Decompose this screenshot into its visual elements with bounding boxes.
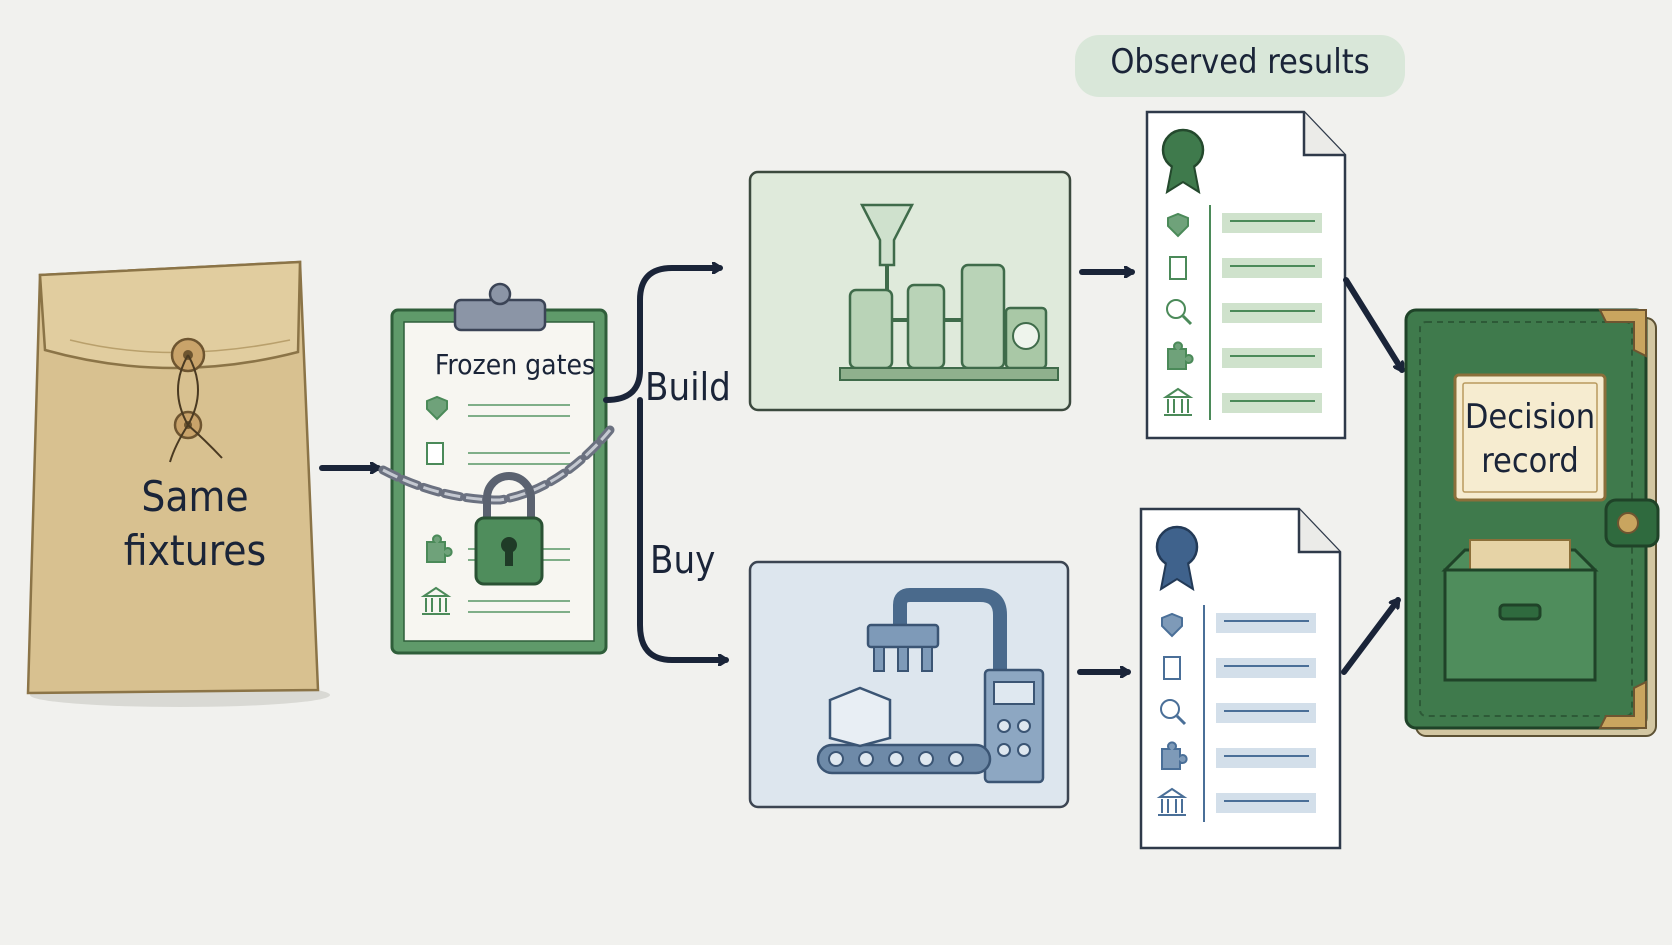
branch-buy-label: Buy: [650, 538, 716, 582]
branch-build-label: Build: [645, 365, 731, 409]
distillery-machine-icon: [748, 170, 1072, 412]
branch-connector-buy: [637, 397, 729, 660]
envelope-label: Same fixtures: [123, 472, 267, 575]
results-heading-backdrop: [1075, 35, 1405, 97]
frozen-gates-label: Frozen gates: [434, 348, 596, 381]
observed-results-heading: Observed results: [1110, 42, 1370, 82]
green-ledger-icon: [1404, 308, 1660, 737]
decision-record-label: Decision record: [1464, 397, 1596, 481]
arrow-results-buy-to-decision: [1341, 597, 1401, 675]
locked-clipboard-icon: [378, 282, 615, 655]
report-document-icon-buy: [1139, 507, 1342, 850]
report-document-icon-build: [1145, 110, 1347, 440]
arrow-results-build-to-decision: [1343, 277, 1405, 373]
envelope-icon: [26, 260, 330, 707]
conveyor-factory-icon: [748, 560, 1070, 809]
branch-connector: [603, 268, 723, 403]
